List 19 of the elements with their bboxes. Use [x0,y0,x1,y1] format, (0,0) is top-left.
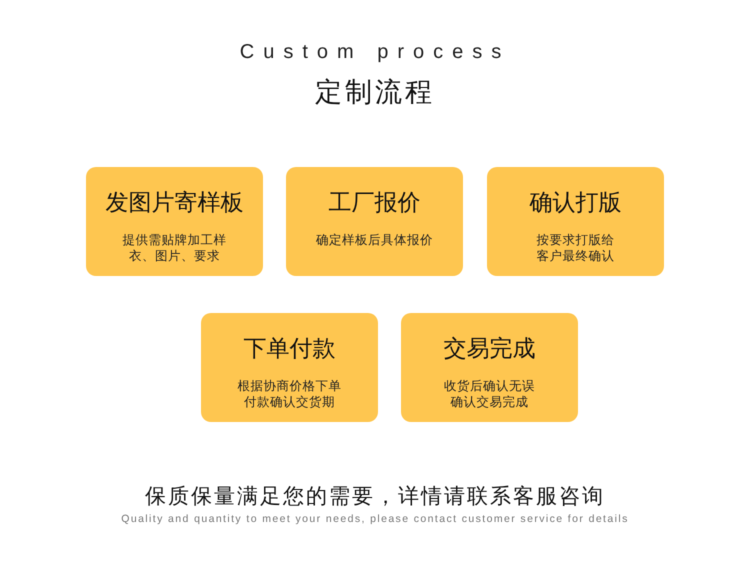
card-description: 按要求打版给客户最终确认 [536,232,616,264]
process-card [487,167,664,276]
card-title: 发图片寄样板 [106,189,244,217]
card-title: 下单付款 [244,335,336,363]
subtitle: Custom process [240,40,510,64]
process-card [401,313,578,422]
process-card [286,167,463,276]
card-description: 提供需贴牌加工样衣、图片、要求 [122,232,228,264]
page-title: 定制流程 [315,76,435,110]
card-title: 工厂报价 [328,189,420,217]
card-title: 交易完成 [444,335,536,363]
caption-translation: Quality and quantity to meet your needs, please contact customer service for details [121,513,629,526]
caption: 保质保量满足您的需要，详情请联系客服咨询 [145,483,605,510]
process-card [201,313,378,422]
process-card [86,167,263,276]
card-description: 根据协商价格下单付款确认交货期 [236,378,342,410]
card-description: 收货后确认无误确认交易完成 [443,378,536,410]
card-title: 确认打版 [530,189,622,217]
card-description: 确定样板后具体报价 [316,232,433,248]
